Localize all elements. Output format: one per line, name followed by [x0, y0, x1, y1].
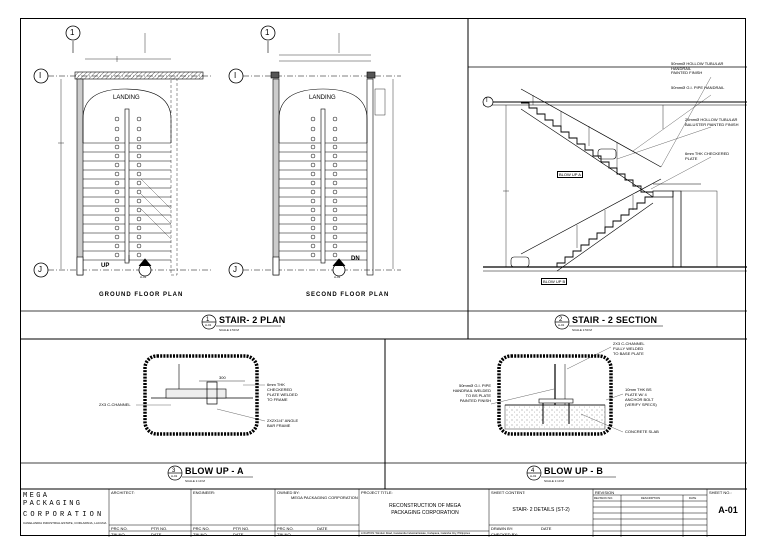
revision-col-date: DATE [689, 496, 697, 500]
grid-label-i: I [486, 98, 488, 104]
title-number: 2 [559, 317, 563, 323]
company-block: MEGA PACKAGING CORPORATION CANELANDIA IN… [23, 492, 107, 525]
grid-label-1: 1 [70, 28, 75, 37]
drawn-by-label: DRAWN BY: [491, 526, 514, 531]
owned-by-label: OWNED BY: [277, 490, 300, 495]
project-title-label: PROJECT TITLE: [361, 490, 393, 495]
detail-note: 2X2X1/4" ANGLE BAR FRAME [267, 418, 299, 428]
ptr-no-label: PTR NO. [233, 526, 250, 531]
project-location: LOCATION: Windsor Road, Canelandia Indus… [361, 532, 471, 535]
detail-note: 2X3 C-CHANNEL [99, 402, 131, 407]
section-note: PAINTED FINISH [671, 70, 703, 75]
date-label: DATE [151, 532, 162, 537]
checked-by-label: CHECKED BY: [491, 532, 518, 537]
scale-label: SCALE 1:50 M [572, 328, 592, 332]
blow-up-a-tag: BLOW UP A [557, 171, 583, 178]
revision-col-description: DESCRIPTION [641, 496, 661, 500]
title-ref: A-01 [530, 474, 537, 478]
sheet-number: A-01 [718, 505, 738, 515]
tin-no-label: TIN NO. [111, 532, 126, 537]
detail-blow-up-b [490, 346, 624, 436]
second-floor-plan [228, 25, 401, 278]
company-name-line2: CORPORATION [23, 511, 105, 519]
stair-plan-title: STAIR- 2 PLAN [219, 315, 286, 325]
section-ref: A-01 [140, 275, 147, 279]
detail-note: 50mmØ G.I. PIPE HANDRAIL WELDED TO BS PL… [452, 383, 491, 403]
prc-no-label: PRC NO. [277, 526, 294, 531]
scale-label: SCALE 1:10 M [544, 479, 564, 483]
ptr-no-label: PTR NO. [151, 526, 168, 531]
company-name-line1: MEGA PACKAGING [23, 492, 83, 508]
architect-label: ARCHITECT: [111, 490, 135, 495]
second-floor-plan-label: SECOND FLOOR PLAN [306, 292, 390, 298]
prc-no-label: PRC NO. [193, 526, 210, 531]
ground-floor-plan-label: GROUND FLOOR PLAN [99, 292, 184, 298]
title-ref: A-01 [205, 323, 212, 327]
blow-up-b-title: BLOW UP - B [544, 466, 604, 476]
title-number: 1 [206, 317, 210, 323]
detail-note: CONCRETE SLAB [625, 429, 659, 434]
ground-floor-plan [33, 25, 211, 278]
date-label: DATE [317, 526, 328, 531]
title-ref: A-01 [558, 323, 565, 327]
tin-no-label: TIN NO. [193, 532, 208, 537]
grid-label-1: 1 [265, 28, 270, 37]
drawing-canvas [21, 19, 747, 537]
blow-up-b-tag: BLOW UP B [541, 278, 568, 285]
grid-label-i: I [234, 71, 237, 80]
detail-blow-up-a [136, 354, 266, 436]
grid-label-j: J [38, 265, 42, 274]
landing-label: LANDING [113, 95, 140, 101]
up-arrow-label: UP [101, 263, 110, 269]
engineer-label: ENGINEER: [193, 490, 216, 495]
title-ref: A-01 [171, 474, 178, 478]
stair-section-title: STAIR - 2 SECTION [572, 315, 658, 325]
sheet-content-label: SHEET CONTENT: [491, 490, 526, 495]
owner-name: MEGA PACKAGING CORPORATION [291, 495, 358, 500]
landing-label: LANDING [309, 95, 336, 101]
detail-note: 6mm THK CHECKERED PLATE WELDED TO FRAME [267, 382, 298, 402]
project-title-line1: RECONSTRUCTION OF MEGA [389, 503, 461, 509]
scale-label: SCALE 1:50 M [219, 328, 239, 332]
title-number: 3 [172, 468, 176, 474]
detail-note: 2X3 C-CHANNEL FULLY WELDED TO BASE PLATE [613, 341, 645, 356]
down-arrow-label: DN [351, 256, 360, 262]
revision-col-no: REVISION NO. [594, 496, 614, 500]
date-label: DATE [541, 526, 552, 531]
section-note: 6mm THK CHECKERED PLATE [685, 151, 730, 161]
grid-label-i: I [39, 71, 42, 80]
prc-no-label: PRC NO. [111, 526, 128, 531]
blow-up-a-title: BLOW UP - A [185, 466, 244, 476]
drawing-sheet: 1 1 I I I J J LANDING LANDING UP DN A-01… [20, 18, 747, 537]
stair-section [482, 76, 747, 272]
title-number: 4 [531, 468, 535, 474]
section-ref: A-01 [334, 275, 341, 279]
section-note: 25mmØ HOLLOW TUBULAR BALUSTER PAINTED FI… [685, 117, 739, 127]
company-address: CANELANDIA INDUSTRIAL ESTATE, CORLAPANA,… [23, 521, 107, 525]
grid-label-j: J [233, 265, 237, 274]
tin-no-label: TIN NO. [277, 532, 292, 537]
section-note: 50mmØ HOLLOW TUBULAR HANDRAIL [671, 61, 724, 71]
dimension: 300 [219, 375, 226, 380]
detail-note: 10mm THK BS PLATE W/ 4 ANCHOR BOLT (VERI… [625, 387, 657, 407]
date-label: DATE [233, 532, 244, 537]
project-title-line2: PACKAGING CORPORATION [391, 510, 459, 516]
revision-label: REVISION [595, 490, 615, 495]
sheet-no-label: SHEET NO.: [709, 490, 732, 495]
section-note: 50mmØ G.I. PIPE HANDRAIL [671, 85, 725, 90]
sheet-content: STAIR- 2 DETAILS (ST-2) [512, 507, 570, 513]
scale-label: SCALE 1:10 M [185, 479, 205, 483]
